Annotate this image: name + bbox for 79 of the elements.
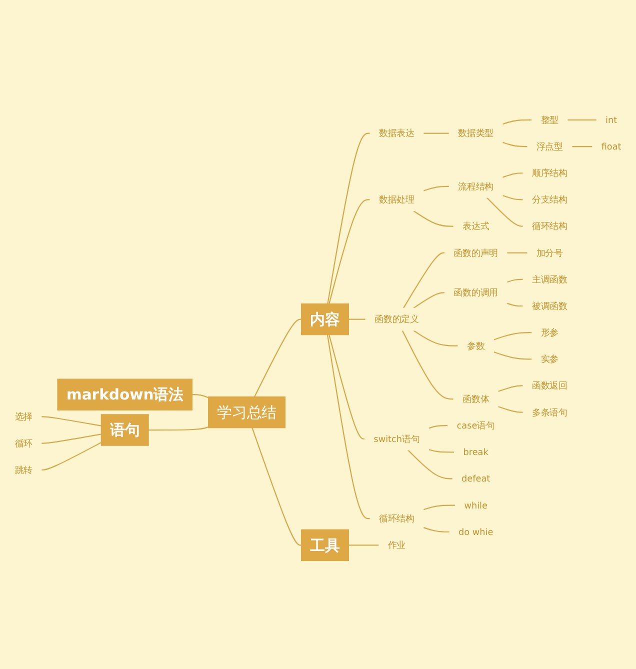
connector: [423, 132, 450, 134]
connector: [328, 198, 370, 304]
node-text: 作业: [388, 540, 406, 550]
node-text: 数据表达: [379, 128, 414, 138]
node-box: 学习总结: [208, 396, 286, 428]
node-text: do whie: [458, 526, 494, 537]
connector: [506, 278, 524, 282]
node-text: 循环: [14, 438, 32, 448]
connector: [572, 146, 592, 147]
connector: [402, 252, 445, 308]
node-text: 循环结构: [379, 513, 414, 524]
node-text: while: [464, 500, 488, 510]
connector: [493, 332, 532, 340]
node-text: 分支结构: [532, 194, 568, 205]
node-text: 加分号: [536, 247, 563, 258]
connector: [423, 504, 456, 510]
node-box: 工具: [301, 529, 349, 561]
node-text: 形参: [540, 327, 559, 338]
node-text: 多条语句: [532, 406, 568, 418]
node-text: fioat: [601, 141, 622, 152]
connector: [413, 330, 458, 346]
connector: [402, 330, 454, 400]
node-text: 顺序结构: [532, 168, 568, 178]
node-text: break: [463, 446, 488, 458]
node-text: 函数返回: [532, 380, 568, 391]
connector: [407, 449, 453, 479]
connector: [41, 416, 102, 426]
node-text: 实参: [540, 354, 559, 364]
node-box: markdown语法: [57, 378, 192, 410]
node-text: 被调函数: [532, 300, 568, 311]
connector: [254, 318, 302, 397]
node-text: defeat: [462, 473, 490, 484]
connector: [498, 406, 524, 413]
connector: [502, 141, 528, 147]
connector: [41, 442, 102, 470]
connector: [148, 426, 209, 430]
node-text: 浮点型: [536, 141, 563, 152]
connector: [506, 252, 528, 254]
node-text: 函数的定义: [374, 314, 419, 324]
connector: [413, 210, 454, 227]
connector: [428, 448, 454, 452]
node-text: 主调函数: [532, 274, 568, 284]
node-text: int: [606, 114, 618, 125]
connector: [486, 196, 524, 227]
connector: [423, 186, 450, 192]
node-text: switch语句: [374, 433, 420, 444]
connector: [428, 424, 448, 428]
connector: [502, 119, 532, 124]
connector: [502, 172, 524, 178]
connector: [502, 194, 524, 200]
connector: [327, 132, 370, 304]
connector: [498, 384, 524, 392]
connector: [423, 526, 450, 532]
connector: [348, 544, 380, 546]
connector: [192, 394, 209, 398]
node-text: 循环结构: [532, 220, 568, 232]
connector: [252, 427, 302, 546]
connector: [41, 433, 102, 444]
connector: [328, 334, 365, 440]
node-text: 函数的声明: [454, 247, 498, 258]
node-text: 跳转: [14, 464, 32, 475]
node-text: 函数体: [462, 394, 490, 404]
connector: [326, 334, 370, 519]
connector: [567, 119, 597, 120]
node-text: 数据类型: [458, 128, 494, 138]
node-text: 参数: [466, 340, 485, 351]
node-box: 内容: [301, 303, 349, 335]
connector: [506, 302, 524, 306]
node-text: 数据处理: [379, 194, 414, 205]
connector: [413, 292, 445, 308]
connector: [493, 351, 532, 360]
node-text: case语句: [456, 420, 495, 430]
node-text: 整型: [540, 114, 559, 125]
node-text: 表达式: [462, 220, 490, 232]
node-text: 选择: [14, 411, 32, 422]
node-text: 流程结构: [458, 180, 494, 192]
node-text: 函数的调用: [454, 287, 498, 298]
node-box: 语句: [100, 414, 149, 446]
connector: [348, 318, 366, 320]
